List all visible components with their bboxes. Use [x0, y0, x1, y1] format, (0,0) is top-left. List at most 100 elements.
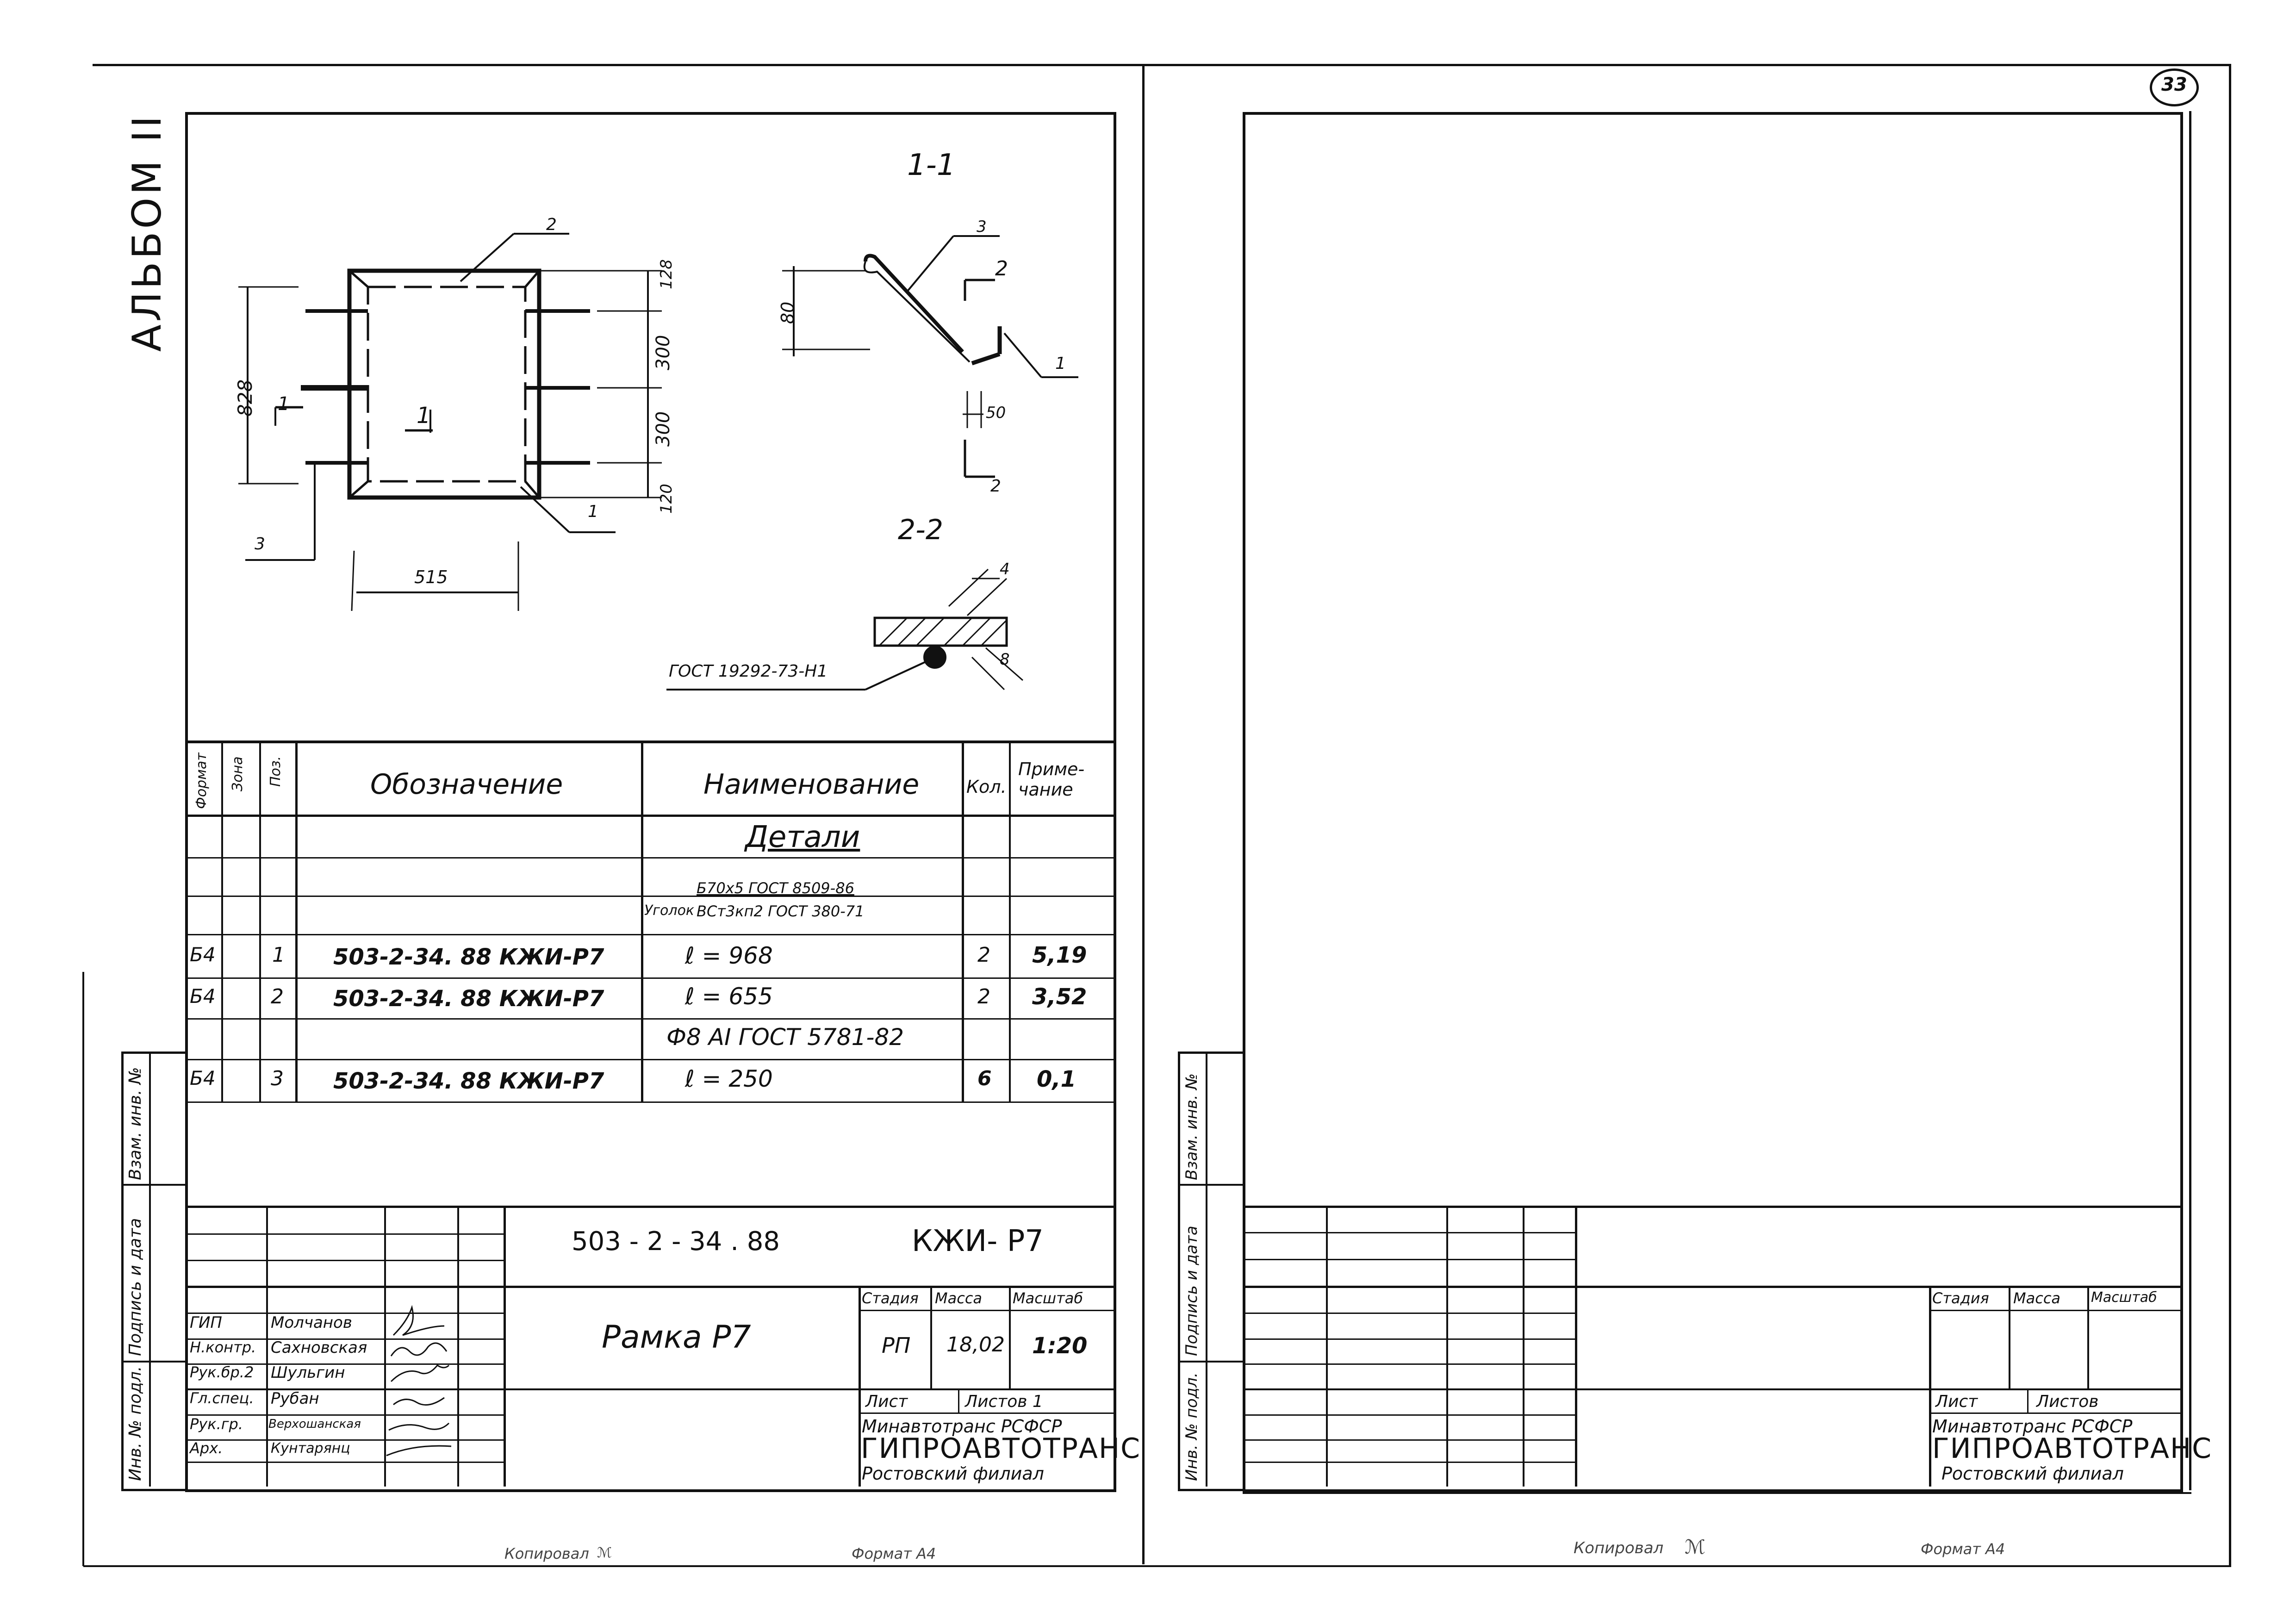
tb-staff-role-6: Арх. [190, 1439, 223, 1457]
tb-staff-role-5: Рук.гр. [190, 1415, 243, 1433]
footer-copied-left: Копировал [504, 1545, 589, 1562]
left-side-stamp-div2 [121, 1361, 185, 1363]
tb-row-line [859, 1412, 1114, 1414]
right-side-stamp-inv-repl: Взам. инв. № [1182, 1073, 1201, 1180]
dim-515: 515 [414, 567, 448, 587]
left-frame [185, 112, 1116, 1492]
tb-col-line [504, 1206, 506, 1487]
spec-row-1-name: ℓ = 968 [685, 942, 773, 969]
spec-angle-bottom: ВСт3кп2 ГОСТ 380-71 [697, 902, 865, 920]
rtb-org: ГИПРОАВТОТРАНС [1932, 1432, 2212, 1465]
spec-row-2-name: ℓ = 655 [685, 983, 773, 1010]
tb-row-line [859, 1310, 1114, 1311]
spec-rebar-label: Ф8 АI ГОСТ 5781-82 [666, 1024, 904, 1051]
spec-row-2-qty: 2 [977, 985, 990, 1008]
footer-copied-right: Копировал [1574, 1539, 1664, 1557]
spec-header-name: Наименование [703, 768, 920, 801]
tb-stage: РП [882, 1333, 911, 1358]
left-side-stamp-div1 [121, 1184, 185, 1186]
rtb-row-line [1243, 1439, 1576, 1441]
callout-1-main: 1 [588, 502, 598, 521]
spec-col-line [221, 740, 223, 1101]
tb-col-line [1009, 1286, 1011, 1388]
tb-row-line [185, 1338, 504, 1340]
tb-product-name: Рамка Р7 [602, 1319, 751, 1356]
tb-staff-name-4: Рубан [271, 1389, 319, 1408]
rtb-row-line [1243, 1313, 1576, 1314]
left-side-stamp-mid [149, 1052, 151, 1487]
spec-header-designation: Обозначение [370, 768, 563, 801]
right-frame-shadow [2189, 111, 2191, 1490]
cut-2-bottom: 2 [990, 477, 1001, 496]
tb-staff-role-1: ГИП [190, 1313, 222, 1332]
spec-row-line [185, 896, 1114, 897]
right-frame [1243, 112, 2183, 1492]
right-side-stamp-div1 [1178, 1184, 1243, 1186]
rtb-col-line [2027, 1388, 2028, 1412]
tb-stage-h: Стадия [862, 1289, 919, 1307]
tb-staff-role-4: Гл.спец. [190, 1389, 254, 1407]
rtb-ministry: Минавтотранс РСФСР [1932, 1416, 2133, 1437]
callout-3-section: 3 [977, 218, 987, 236]
rtb-row-line [1243, 1232, 1576, 1233]
tb-staff-role-3: Рук.бр.2 [190, 1363, 254, 1381]
dim-4: 4 [1000, 560, 1010, 579]
tb-staff-role-2: Н.контр. [190, 1338, 256, 1356]
footer-format-left: Формат А4 [852, 1545, 936, 1562]
spec-row-3-format: Б4 [190, 1067, 216, 1089]
left-side-stamp [121, 1052, 187, 1491]
tb-col-line [930, 1286, 932, 1388]
tb-mass-h: Масса [935, 1289, 983, 1307]
tb-row-line [185, 1260, 504, 1261]
tb-sheet-h: Лист [865, 1392, 908, 1411]
rtb-sheets-h: Листов [2036, 1392, 2099, 1411]
cut-2-top: 2 [995, 257, 1008, 280]
spec-row-1-qty: 2 [977, 943, 990, 967]
spec-row-2-note: 3,52 [1032, 984, 1087, 1010]
tb-mass: 18,02 [946, 1333, 1005, 1356]
callout-3-main: 3 [255, 535, 265, 554]
right-side-stamp-sign-date: Подпись и дата [1182, 1226, 1201, 1356]
section-2-2-label: 2-2 [898, 514, 943, 546]
right-side-stamp-div2 [1178, 1361, 1243, 1363]
tb-col-line [859, 1286, 861, 1487]
tb-row-line [185, 1462, 504, 1463]
spec-row-2-pos: 2 [271, 985, 284, 1008]
tb-row-line [185, 1439, 504, 1441]
footer-copied-right-sign: ℳ [1685, 1536, 1705, 1558]
right-side-stamp [1178, 1052, 1245, 1491]
tb-sheets-h: Листов 1 [965, 1392, 1043, 1411]
spec-row-line [185, 857, 1114, 859]
cut-1-left: 1 [278, 393, 290, 415]
spec-row-3-name: ℓ = 250 [685, 1065, 773, 1092]
spec-header-qty: Кол. [966, 777, 1007, 797]
spec-row-1-note: 5,19 [1032, 942, 1087, 968]
tb-col-line [958, 1388, 959, 1412]
spec-row-2-designation: 503-2-34. 88 КЖИ-Р7 [333, 986, 604, 1012]
rtb-col-line [1575, 1206, 1577, 1487]
spec-row-3-qty: 6 [977, 1067, 992, 1090]
rtb-row-line [1243, 1462, 1576, 1463]
spec-col-line [1009, 740, 1011, 1101]
rtb-branch: Ростовский филиал [1941, 1463, 2124, 1484]
spec-row-line [185, 1018, 1114, 1020]
rtb-stage-h: Стадия [1932, 1289, 1989, 1307]
tb-row-line [185, 1388, 1114, 1390]
spec-col-line [259, 740, 261, 1101]
right-side-stamp-mid [1206, 1052, 1207, 1487]
cut-1-right: 1 [417, 403, 431, 429]
spec-row-line [185, 1059, 1114, 1060]
rtb-col-line [1446, 1206, 1448, 1487]
page-number-circle [2150, 68, 2199, 106]
dim-50: 50 [986, 404, 1006, 422]
spec-section-title: Детали [745, 820, 860, 854]
spec-header-bottom [185, 815, 1114, 817]
footer-copied-left-sign: ℳ [597, 1545, 612, 1561]
rtb-row-line-main [1243, 1286, 2180, 1288]
dim-8: 8 [1000, 650, 1010, 669]
sheet-left-edge [82, 972, 84, 1566]
spec-top [185, 740, 1114, 743]
section-1-1-label: 1-1 [907, 148, 956, 182]
spec-row-2-format: Б4 [190, 985, 216, 1008]
